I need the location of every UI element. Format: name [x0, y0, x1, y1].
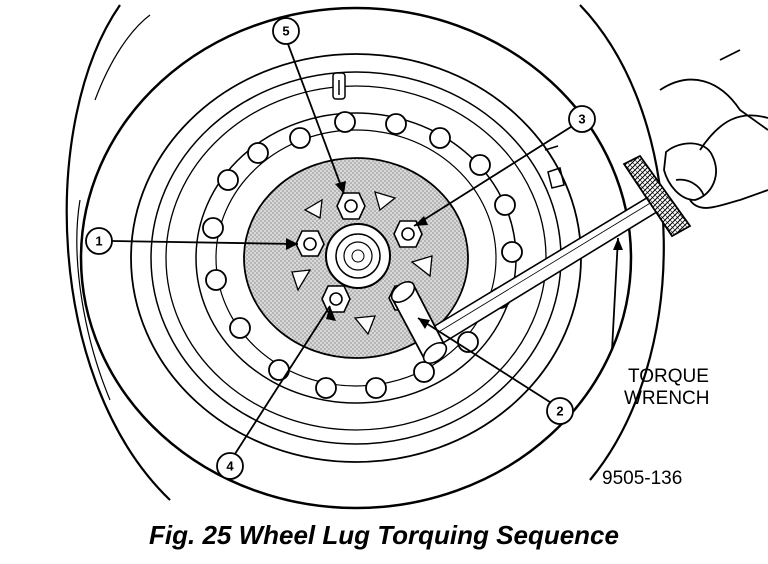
tire — [65, 4, 665, 501]
vent-holes — [202, 111, 523, 399]
callout-5: 5 — [272, 17, 300, 45]
callout-4-label: 4 — [226, 459, 234, 474]
torque-wrench — [390, 154, 692, 364]
rim-clip — [544, 145, 565, 189]
lug-nut-1 — [295, 230, 325, 257]
wrench-label-line-2: WRENCH — [624, 388, 710, 409]
leader-arrowheads — [286, 181, 623, 329]
callout-2-label: 2 — [556, 404, 563, 419]
figure-id: 9505-136 — [602, 468, 682, 489]
figure-caption: Fig. 25 Wheel Lug Torquing Sequence — [149, 520, 619, 550]
callout-1: 1 — [85, 227, 113, 255]
callout-5-label: 5 — [282, 24, 289, 39]
valve-stem — [332, 72, 346, 100]
wrench-label-line-1: TORQUE — [628, 366, 709, 387]
hand — [659, 49, 768, 209]
callout-1-label: 1 — [95, 234, 102, 249]
lug-nut-5 — [336, 192, 366, 220]
center-bore — [325, 223, 391, 289]
callout-2: 2 — [546, 397, 574, 425]
leader-lines — [111, 43, 619, 458]
callout-4: 4 — [216, 452, 244, 480]
hub-triangles — [291, 191, 433, 336]
lug-nut-3 — [393, 220, 423, 248]
callout-3: 3 — [568, 105, 596, 133]
callout-3-label: 3 — [578, 112, 585, 127]
lug-nut-4 — [321, 285, 351, 313]
